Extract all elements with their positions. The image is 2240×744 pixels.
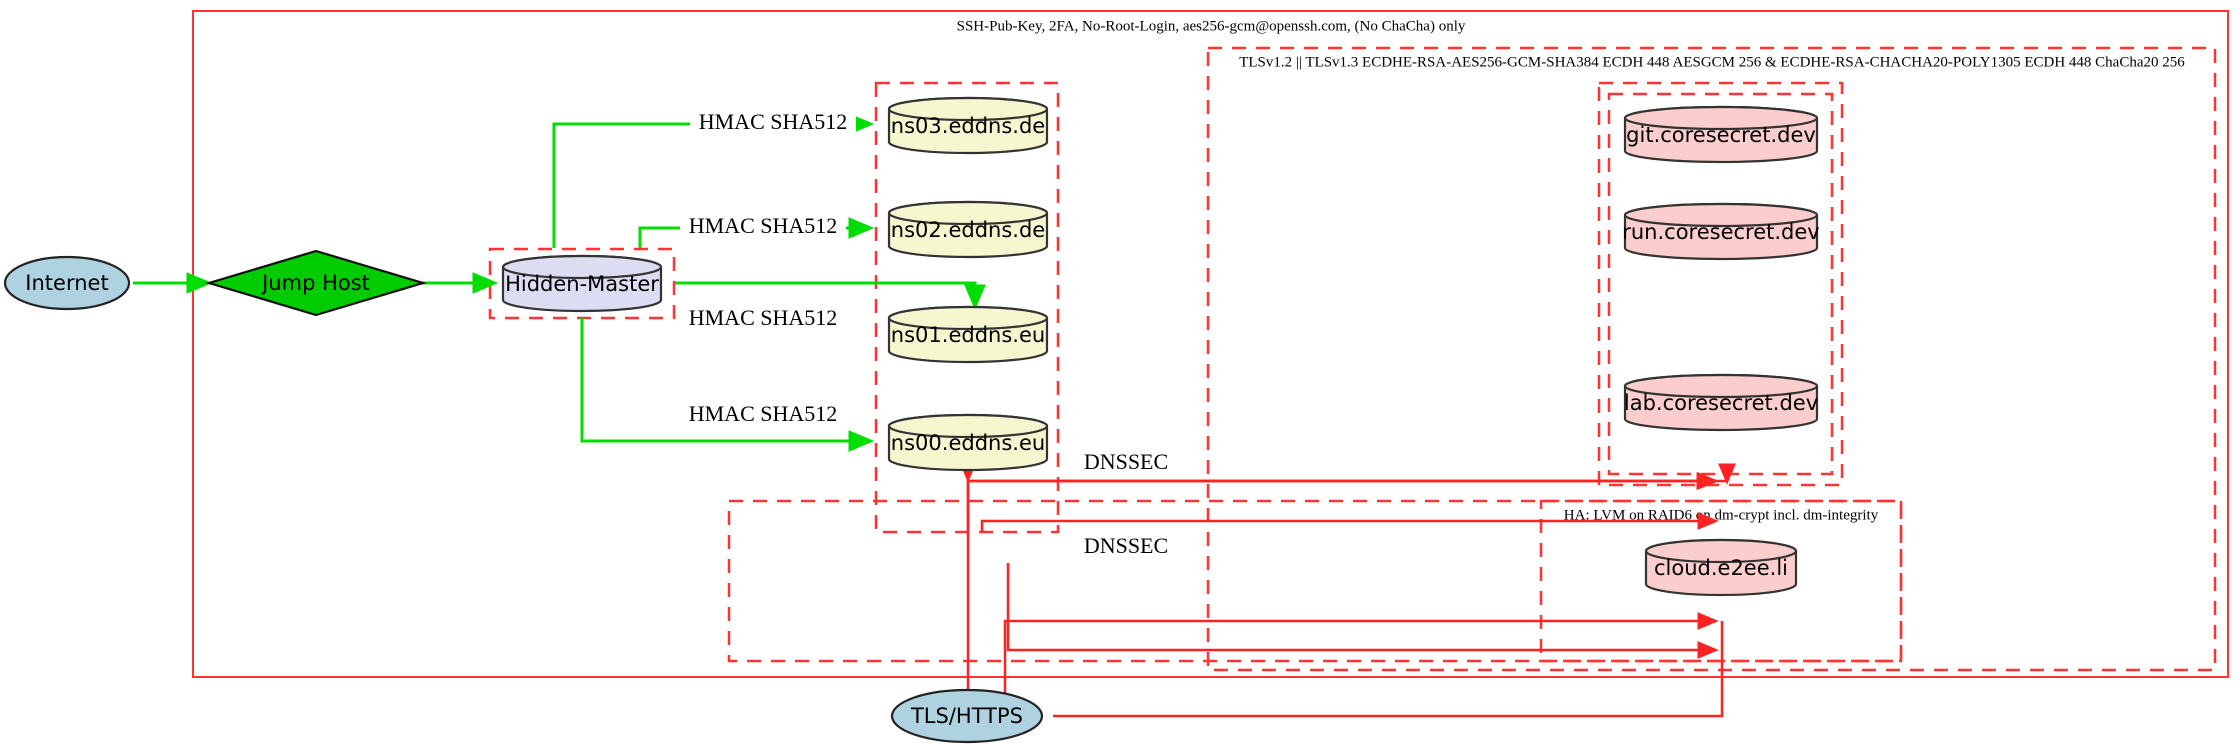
edge-label-dnssec-1: DNSSEC [1084,449,1168,474]
node-git-coresecret-label: git.coresecret.dev [1626,123,1816,147]
node-tls-https[interactable]: TLS/HTTPS [890,688,1044,744]
node-ns00[interactable]: ns00.eddns.eu [887,413,1049,472]
edge-label-dnssec-2: DNSSEC [1084,533,1168,558]
node-cloud-e2ee[interactable]: cloud.e2ee.li [1644,538,1798,597]
cluster-ha-zone [727,499,1903,663]
edge-dnssec-link-two [1006,563,1719,659]
edge-label-hmac-3: HMAC SHA512 [689,305,838,330]
edge-dnssec-link-one [980,512,1719,532]
node-hidden-master-label: Hidden-Master [505,272,659,296]
node-ns03-label: ns03.eddns.de [891,114,1045,138]
node-ns02[interactable]: ns02.eddns.de [887,200,1049,259]
node-ns03[interactable]: ns03.eddns.de [887,96,1049,155]
node-internet[interactable]: Internet [3,255,131,311]
node-run-coresecret-label: run.coresecret.dev [1622,220,1820,244]
edge-label-hmac-1: HMAC SHA512 [699,109,848,134]
edge-label-hmac-2: HMAC SHA512 [689,213,838,238]
node-jump-host[interactable]: Jump Host [205,249,427,317]
node-hidden-master[interactable]: Hidden-Master [501,254,663,313]
node-ns02-label: ns02.eddns.de [891,218,1045,242]
cluster-coresecret-inner-zone [1607,92,1834,476]
node-lab-coresecret[interactable]: lab.coresecret.dev [1624,373,1818,432]
cluster-label-ha: HA: LVM on RAID6 on dm-crypt incl. dm-in… [1564,507,1879,523]
cluster-coresecret-zone [1597,81,1844,487]
edge-label-hmac-4: HMAC SHA512 [689,401,838,426]
node-tls-https-label: TLS/HTTPS [910,704,1023,728]
node-lab-coresecret-label: lab.coresecret.dev [1624,391,1818,415]
edge-label-group: HMAC SHA512 HMAC SHA512 HMAC SHA512 HMAC… [680,109,1168,558]
edge-tls-https-rightlead [1053,621,1724,718]
cluster-label-outer: SSH-Pub-Key, 2FA, No-Root-Login, aes256-… [957,18,1466,34]
node-jump-host-label: Jump Host [260,271,370,295]
edge-hidden-master-to-ns01 [675,281,986,311]
cluster-label-tls: TLSv1.2 || TLSv1.3 ECDHE-RSA-AES256-GCM-… [1239,54,2185,70]
node-git-coresecret[interactable]: git.coresecret.dev [1623,105,1819,164]
node-ns01-label: ns01.eddns.eu [891,323,1045,347]
node-run-coresecret[interactable]: run.coresecret.dev [1622,202,1820,261]
node-ns00-label: ns00.eddns.eu [891,431,1045,455]
node-internet-label: Internet [25,271,108,295]
node-cloud-e2ee-label: cloud.e2ee.li [1654,556,1788,580]
node-ns01[interactable]: ns01.eddns.eu [887,305,1049,364]
edge-tls-to-coresecret [966,472,1719,689]
cluster-outer-perimeter [192,10,2229,678]
edge-hidden-master-to-ns00 [580,318,875,452]
edge-tls-to-cloud [1003,612,1719,716]
